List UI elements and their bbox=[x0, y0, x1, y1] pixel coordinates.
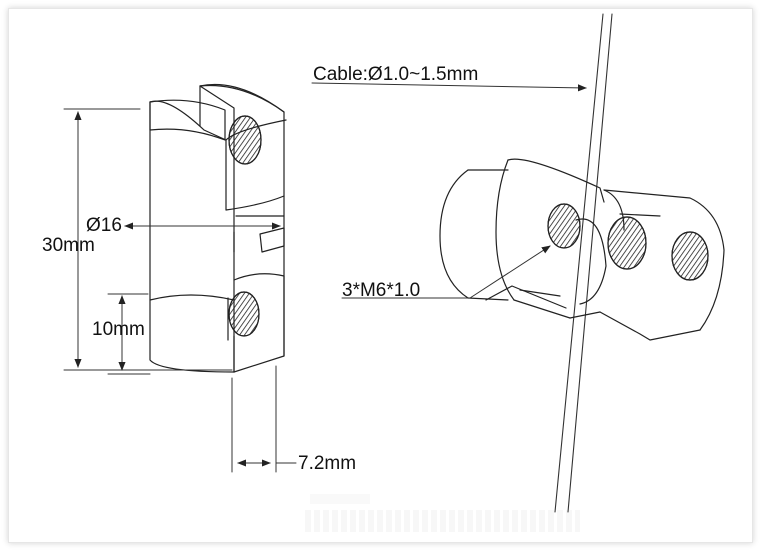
thread-label: 3*M6*1.0 bbox=[342, 280, 421, 301]
width-label: 7.2mm bbox=[298, 453, 357, 474]
dimensions-left bbox=[63, 108, 297, 473]
gap-label: 10mm bbox=[92, 319, 145, 340]
leaders-right bbox=[311, 82, 587, 299]
watermark-faint-top bbox=[310, 494, 370, 504]
side-view bbox=[149, 83, 287, 373]
cable bbox=[554, 13, 613, 513]
cable-label: Cable:Ø1.0~1.5mm bbox=[313, 64, 479, 85]
watermark-faint bbox=[305, 510, 580, 532]
assembled-view bbox=[439, 158, 725, 341]
diagram-frame bbox=[8, 8, 753, 543]
height-label: 30mm bbox=[42, 235, 95, 256]
diameter-label: Ø16 bbox=[86, 215, 122, 236]
back-body bbox=[199, 83, 285, 373]
